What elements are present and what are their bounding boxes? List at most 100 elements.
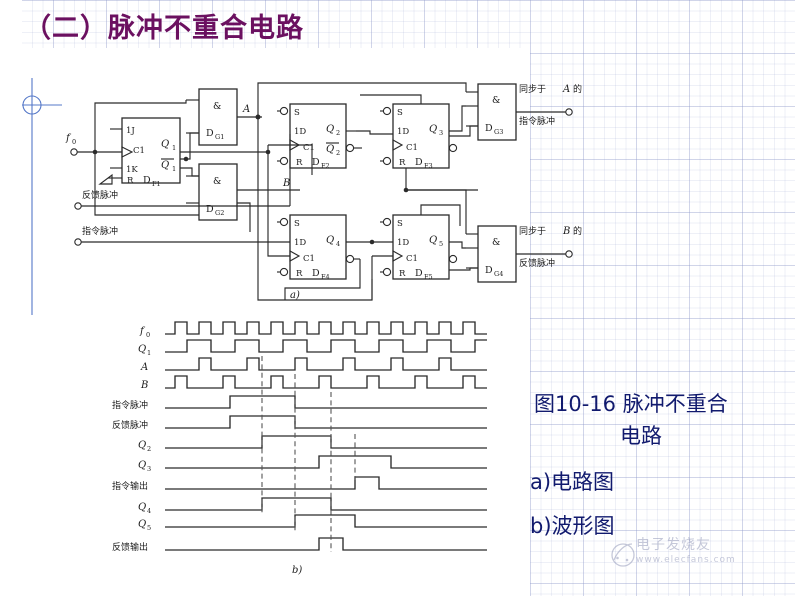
wave-A [165, 357, 487, 371]
svg-text:Q: Q [326, 235, 334, 246]
svg-text:S: S [294, 108, 300, 118]
svg-text:C1: C1 [303, 143, 315, 153]
svg-text:C1: C1 [303, 254, 315, 264]
svg-text:反馈脉冲: 反馈脉冲 [112, 419, 148, 431]
svg-text:同步于: 同步于 [519, 226, 546, 237]
wave-f0 [165, 321, 487, 335]
svg-text:D: D [415, 157, 423, 168]
page-title: （二）脉冲不重合电路 [24, 13, 304, 44]
watermark-url: www.elecfans.com [636, 555, 736, 565]
wave-cmd-pulse [165, 395, 487, 409]
svg-text:1D: 1D [397, 238, 409, 248]
svg-text:f: f [65, 133, 72, 144]
svg-text:Q: Q [429, 235, 437, 246]
svg-text:D: D [312, 268, 320, 279]
svg-text:R: R [127, 176, 134, 186]
svg-text:&: & [492, 237, 500, 248]
caption-line-2: 电路 [620, 424, 662, 448]
svg-text:Q: Q [429, 124, 437, 135]
svg-text:R: R [296, 158, 303, 168]
svg-text:的: 的 [573, 225, 582, 237]
svg-text:Q: Q [138, 460, 146, 471]
svg-text:Q: Q [138, 519, 146, 530]
svg-text:&: & [492, 95, 500, 106]
label-zhiling-mai: 指令脉冲 [82, 225, 118, 237]
output-sync-B: 同步于 B 的 反馈脉冲 [516, 225, 582, 269]
svg-text:&: & [213, 176, 221, 187]
svg-text:3: 3 [439, 129, 443, 137]
input-terminal-zhiling: 指令脉冲 [74, 225, 290, 246]
svg-text:1J: 1J [126, 126, 135, 136]
svg-text:Q: Q [138, 440, 146, 451]
svg-text:D: D [485, 123, 493, 134]
label-fankui-mai: 反馈脉冲 [82, 189, 118, 201]
svg-text:指令脉冲: 指令脉冲 [519, 115, 555, 127]
svg-text:1D: 1D [397, 127, 409, 137]
svg-text:1D: 1D [294, 238, 306, 248]
svg-text:R: R [399, 269, 406, 279]
sublabel-a: a) [290, 290, 300, 301]
svg-text:0: 0 [146, 331, 150, 339]
svg-text:B: B [140, 380, 148, 391]
svg-text:G3: G3 [494, 128, 503, 136]
sublabel-b: b) [292, 565, 302, 576]
svg-text:B: B [282, 178, 290, 189]
svg-text:2: 2 [147, 445, 151, 453]
svg-text:B: B [562, 226, 570, 237]
svg-text:5: 5 [439, 240, 443, 248]
output-sync-A: 同步于 A 的 指令脉冲 [516, 83, 582, 127]
svg-text:G2: G2 [215, 209, 224, 217]
svg-text:Q: Q [161, 139, 169, 150]
svg-text:F3: F3 [424, 162, 433, 170]
svg-text:1K: 1K [126, 165, 138, 175]
caption-line-4: b)波形图 [530, 514, 615, 538]
svg-text:C1: C1 [406, 254, 418, 264]
elecfans-logo-icon [611, 543, 635, 567]
svg-text:F2: F2 [321, 162, 330, 170]
svg-text:1: 1 [172, 165, 176, 173]
wave-fb-out [165, 537, 487, 551]
svg-text:4: 4 [147, 507, 151, 515]
blue-crosshair-marker [22, 78, 62, 315]
svg-text:&: & [213, 101, 221, 112]
svg-text:D: D [143, 175, 151, 186]
svg-text:反馈输出: 反馈输出 [112, 541, 148, 553]
svg-text:5: 5 [147, 524, 151, 532]
watermark-name: 电子发烧友 [636, 537, 711, 553]
svg-text:Q: Q [326, 124, 334, 135]
svg-text:R: R [296, 269, 303, 279]
figure-caption: 图10-16 脉冲不重合 电路 a)电路图 b)波形图 [528, 388, 790, 542]
svg-text:指令脉冲: 指令脉冲 [112, 399, 148, 411]
wave-B [165, 375, 487, 389]
svg-text:D: D [415, 268, 423, 279]
svg-text:F5: F5 [424, 273, 433, 281]
svg-text:S: S [294, 219, 300, 229]
svg-text:F1: F1 [152, 180, 161, 188]
svg-text:S: S [397, 219, 403, 229]
wave-Q3 [165, 455, 487, 469]
svg-text:指令输出: 指令输出 [112, 480, 148, 492]
svg-text:D: D [312, 157, 320, 168]
svg-text:A: A [140, 362, 148, 373]
wave-Q5 [165, 514, 487, 528]
svg-text:Q: Q [138, 344, 146, 355]
wave-Q2 [165, 435, 487, 449]
svg-text:S: S [397, 108, 403, 118]
wave-Q4 [165, 497, 487, 511]
svg-text:Q: Q [161, 160, 169, 171]
svg-text:C1: C1 [133, 146, 145, 156]
svg-text:D: D [206, 128, 214, 139]
watermark: 电子发烧友 www.elecfans.com [611, 534, 736, 567]
svg-text:3: 3 [147, 465, 151, 473]
svg-text:D: D [485, 265, 493, 276]
